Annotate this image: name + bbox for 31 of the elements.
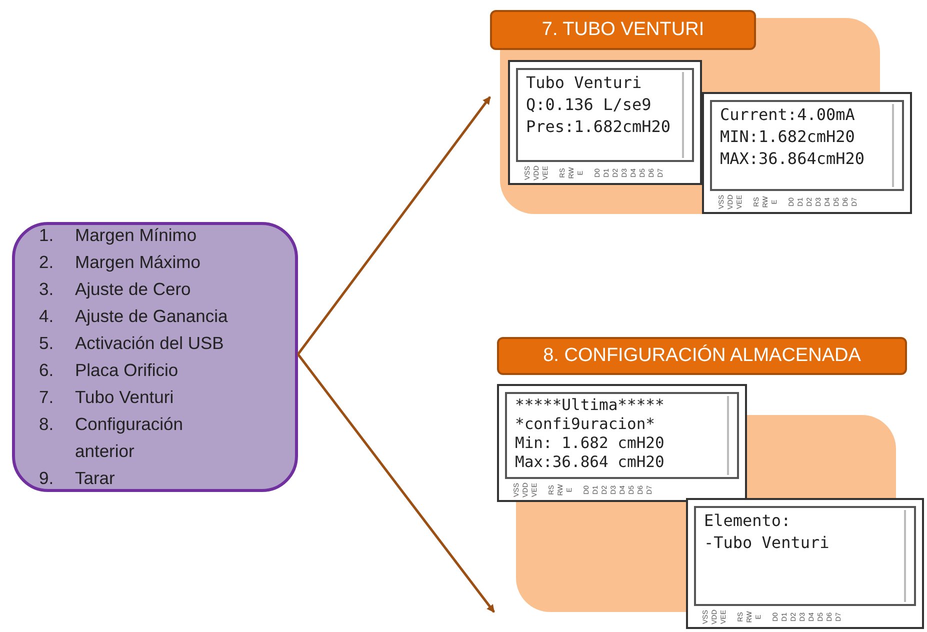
screen-panel [490, 10, 912, 214]
section-header: 7. TUBO VENTURI [490, 10, 756, 50]
lcd-screen [497, 384, 747, 502]
menu-item: 9. Tarar [39, 467, 116, 490]
lcd-text: Min: 1.682 cmH20 [515, 434, 664, 453]
lcd-text: Tubo Venturi [526, 72, 642, 94]
lcd-text: -Tubo Venturi [704, 532, 830, 554]
lcd-text: MAX:36.864cmH20 [720, 148, 864, 170]
lcd-text: Elemento: [704, 510, 791, 532]
lcd-text: *confi9uracion* [515, 415, 655, 434]
arrow [297, 354, 495, 613]
menu-item: 3. Ajuste de Cero [39, 278, 192, 301]
lcd-screen [702, 92, 912, 214]
lcd-text: MIN:1.682cmH20 [720, 126, 855, 148]
section-header: 8. CONFIGURACIÓN ALMACENADA [497, 337, 907, 375]
menu-item: 5. Activación del USB [39, 332, 225, 355]
menu-item: 1. Margen Mínimo [39, 224, 198, 247]
menu-item: 6. Placa Orificio [39, 359, 180, 382]
lcd-text: *****Ultima***** [515, 396, 664, 415]
lcd-text: Q:0.136 L/se9 [526, 94, 652, 116]
lcd-text: Current:4.00mA [720, 104, 855, 126]
lcd-text: Max:36.864 cmH20 [515, 453, 664, 472]
lcd-text: Pres:1.682cmH20 [526, 116, 670, 138]
arrow [297, 96, 491, 356]
menu-item: 2. Margen Máximo [39, 251, 202, 274]
menu-item: 4. Ajuste de Ganancia [39, 305, 229, 328]
lcd-screen [508, 60, 702, 185]
menu-item: 8. Configuración anterior [39, 413, 184, 463]
menu-item: 7. Tubo Venturi [39, 386, 175, 409]
lcd-screen [686, 498, 924, 629]
menu-box [12, 222, 298, 492]
